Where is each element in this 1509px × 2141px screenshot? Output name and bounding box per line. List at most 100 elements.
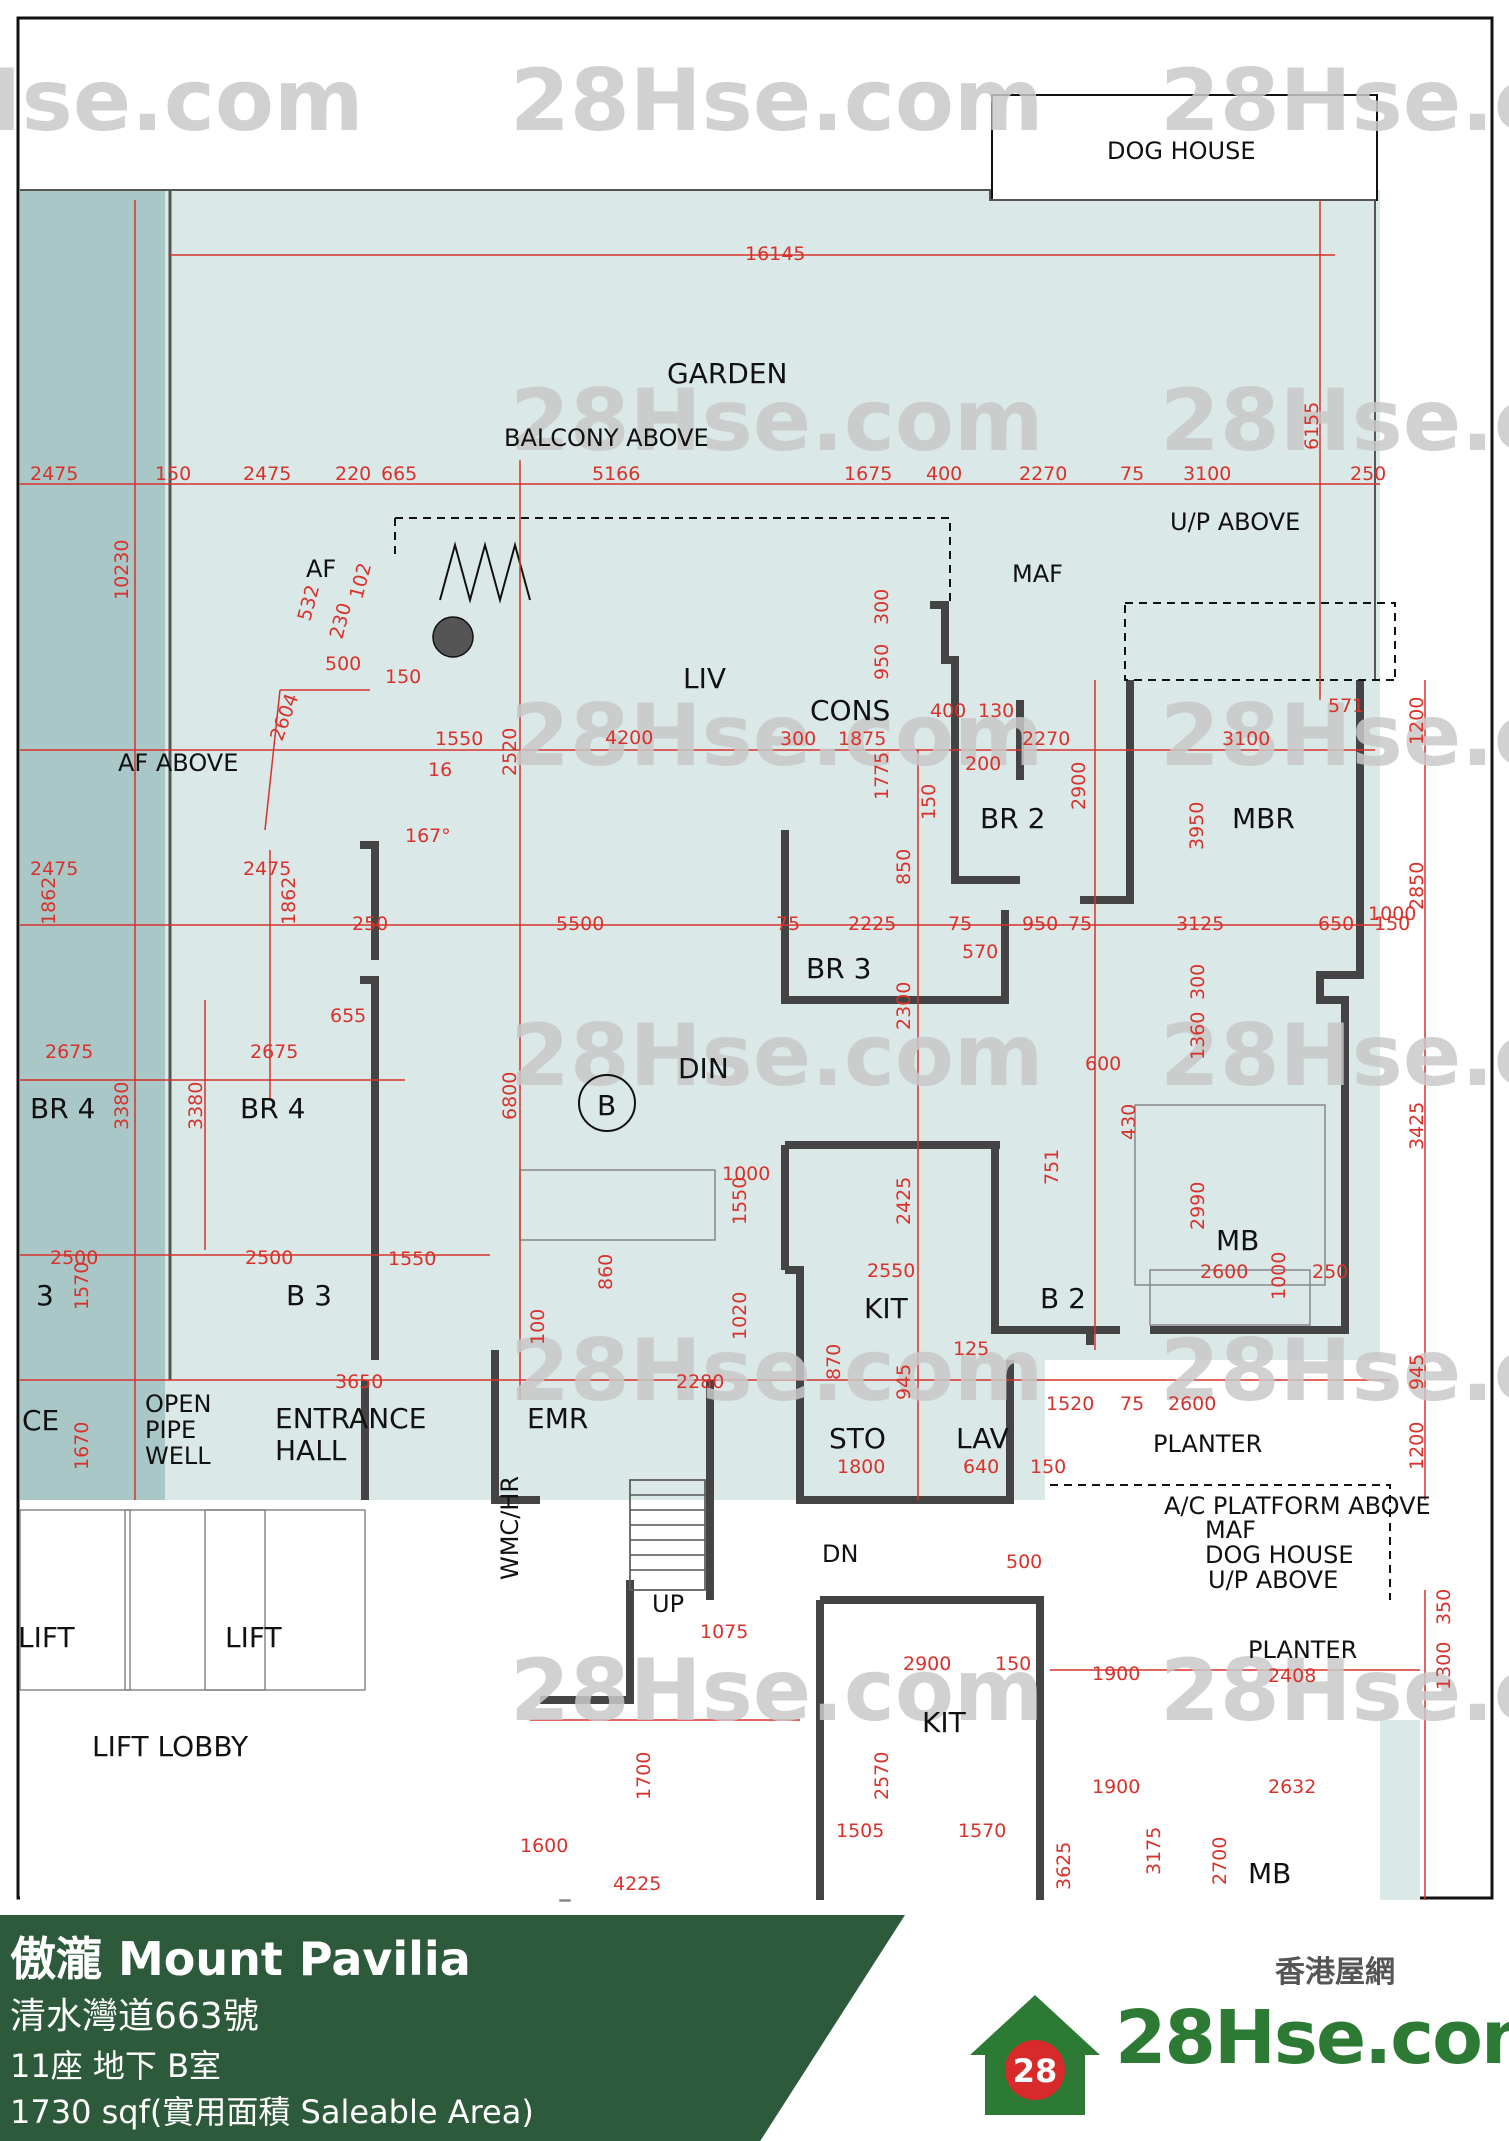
svg-text:300: 300 [1187,964,1209,1000]
svg-text:2475: 2475 [243,463,291,485]
unit-marker [578,1074,636,1132]
svg-text:1570: 1570 [71,1262,93,1310]
property-title: 傲瀧 Mount Pavilia [10,1932,471,1986]
svg-text:945: 945 [893,1364,915,1400]
logo-text: 28Hse.com [1115,1995,1509,2081]
kit-label: KIT [864,1292,909,1325]
svg-text:2500: 2500 [245,1247,293,1269]
maf-label: MAF [1012,560,1063,588]
svg-text:1862: 1862 [278,877,300,925]
lift-lobby-label: LIFT LOBBY [92,1730,249,1763]
b3-left-label: 3 [36,1279,54,1312]
svg-text:167°: 167° [405,825,451,847]
svg-text:75: 75 [948,913,972,935]
open-pipe-well-label-2: PIPE [145,1416,196,1444]
maf-2-label: MAF [1205,1516,1256,1544]
up-above-2-label: U/P ABOVE [1208,1566,1338,1594]
svg-text:1550: 1550 [435,728,483,750]
lav-label: LAV [956,1422,1009,1455]
lift-left-label: LIFT [18,1621,75,1654]
svg-text:2270: 2270 [1022,728,1070,750]
svg-text:1700: 1700 [633,1752,655,1800]
garden-label: GARDEN [667,357,788,390]
up-label: UP [652,1590,684,1618]
svg-text:10230: 10230 [111,540,133,600]
svg-text:3380: 3380 [185,1082,207,1130]
svg-text:570: 570 [962,941,998,963]
svg-text:1875: 1875 [838,728,886,750]
sto-label: STO [829,1422,886,1455]
svg-text:950: 950 [871,644,893,680]
svg-text:860: 860 [595,1254,617,1290]
svg-text:430: 430 [1118,1104,1140,1140]
svg-text:3175: 3175 [1143,1827,1165,1875]
svg-text:870: 870 [823,1344,845,1380]
dog-house-label: DOG HOUSE [1107,137,1256,165]
b3-label: B 3 [286,1279,332,1312]
open-pipe-well-label-3: WELL [145,1442,211,1470]
saleable-area: 1730 sqf(實用面積 Saleable Area) [10,2093,534,2131]
svg-text:2475: 2475 [30,858,78,880]
svg-text:75: 75 [776,913,800,935]
svg-text:1000: 1000 [1368,903,1416,925]
svg-text:28Hse.com: 28Hse.com [1160,1321,1509,1421]
svg-text:2425: 2425 [893,1177,915,1225]
svg-text:1775: 1775 [871,752,893,800]
svg-text:16: 16 [428,759,452,781]
svg-text:1020: 1020 [729,1292,751,1340]
svg-text:150: 150 [1374,913,1410,935]
svg-text:2675: 2675 [45,1041,93,1063]
emr-label: EMR [527,1402,588,1435]
dn-label: DN [822,1540,858,1568]
svg-text:400: 400 [930,700,966,722]
svg-text:655: 655 [330,1005,366,1027]
svg-text:3950: 3950 [1186,802,1208,850]
svg-text:1000: 1000 [1268,1252,1290,1300]
svg-text:28Hse.com: 28Hse.com [510,51,1044,151]
svg-text:5166: 5166 [592,463,640,485]
svg-text:250: 250 [352,913,388,935]
svg-text:2700: 2700 [1209,1837,1231,1885]
svg-text:3380: 3380 [111,1082,133,1130]
svg-text:125: 125 [953,1338,989,1360]
ac-platform-above-label: A/C PLATFORM ABOVE [1164,1492,1431,1520]
planter-lower-label: PLANTER [1248,1636,1357,1664]
liv-label: LIV [683,662,726,695]
svg-text:600: 600 [1085,1053,1121,1075]
svg-text:75: 75 [1120,463,1144,485]
svg-text:28Hse.com: 28Hse.com [1160,1006,1509,1106]
footer: 傲瀧 Mount Pavilia 清水灣道663號 11座 地下 B室 1730… [0,1915,1509,2141]
svg-text:2408: 2408 [1268,1665,1316,1687]
svg-text:2632: 2632 [1268,1776,1316,1798]
wmc-hr-label: WMC/HR [496,1476,524,1580]
svg-text:950: 950 [1022,913,1058,935]
svg-text:1570: 1570 [958,1820,1006,1842]
svg-text:150: 150 [995,1653,1031,1675]
svg-text:1670: 1670 [71,1422,93,1470]
svg-text:500: 500 [1006,1551,1042,1573]
svg-text:28Hse.com: 28Hse.com [510,1321,1044,1421]
svg-text:28Hse.com: 28Hse.com [0,51,364,151]
b2-label: B 2 [1040,1282,1086,1315]
svg-text:2675: 2675 [250,1041,298,1063]
svg-text:571: 571 [1328,695,1364,717]
planter-label: PLANTER [1153,1430,1262,1458]
svg-text:2900: 2900 [1068,762,1090,810]
svg-text:3650: 3650 [335,1371,383,1393]
svg-text:150: 150 [1030,1456,1066,1478]
svg-text:150: 150 [385,666,421,688]
svg-text:250: 250 [1312,1261,1348,1283]
svg-text:28Hse.com: 28Hse.com [1160,1641,1509,1741]
svg-text:2225: 2225 [848,913,896,935]
svg-text:500: 500 [325,653,361,675]
svg-text:2475: 2475 [243,858,291,880]
brand-logo: 香港屋網 28 28Hse.com [960,1935,1509,2135]
svg-text:1200: 1200 [1406,1422,1428,1470]
svg-text:2520: 2520 [499,728,521,776]
din-label: DIN [678,1052,729,1085]
svg-text:751: 751 [1041,1149,1063,1185]
svg-text:1900: 1900 [1092,1663,1140,1685]
balcony-above-label: BALCONY ABOVE [504,424,709,452]
svg-text:28Hse.com: 28Hse.com [1160,51,1509,151]
svg-text:28Hse.com: 28Hse.com [510,686,1044,786]
